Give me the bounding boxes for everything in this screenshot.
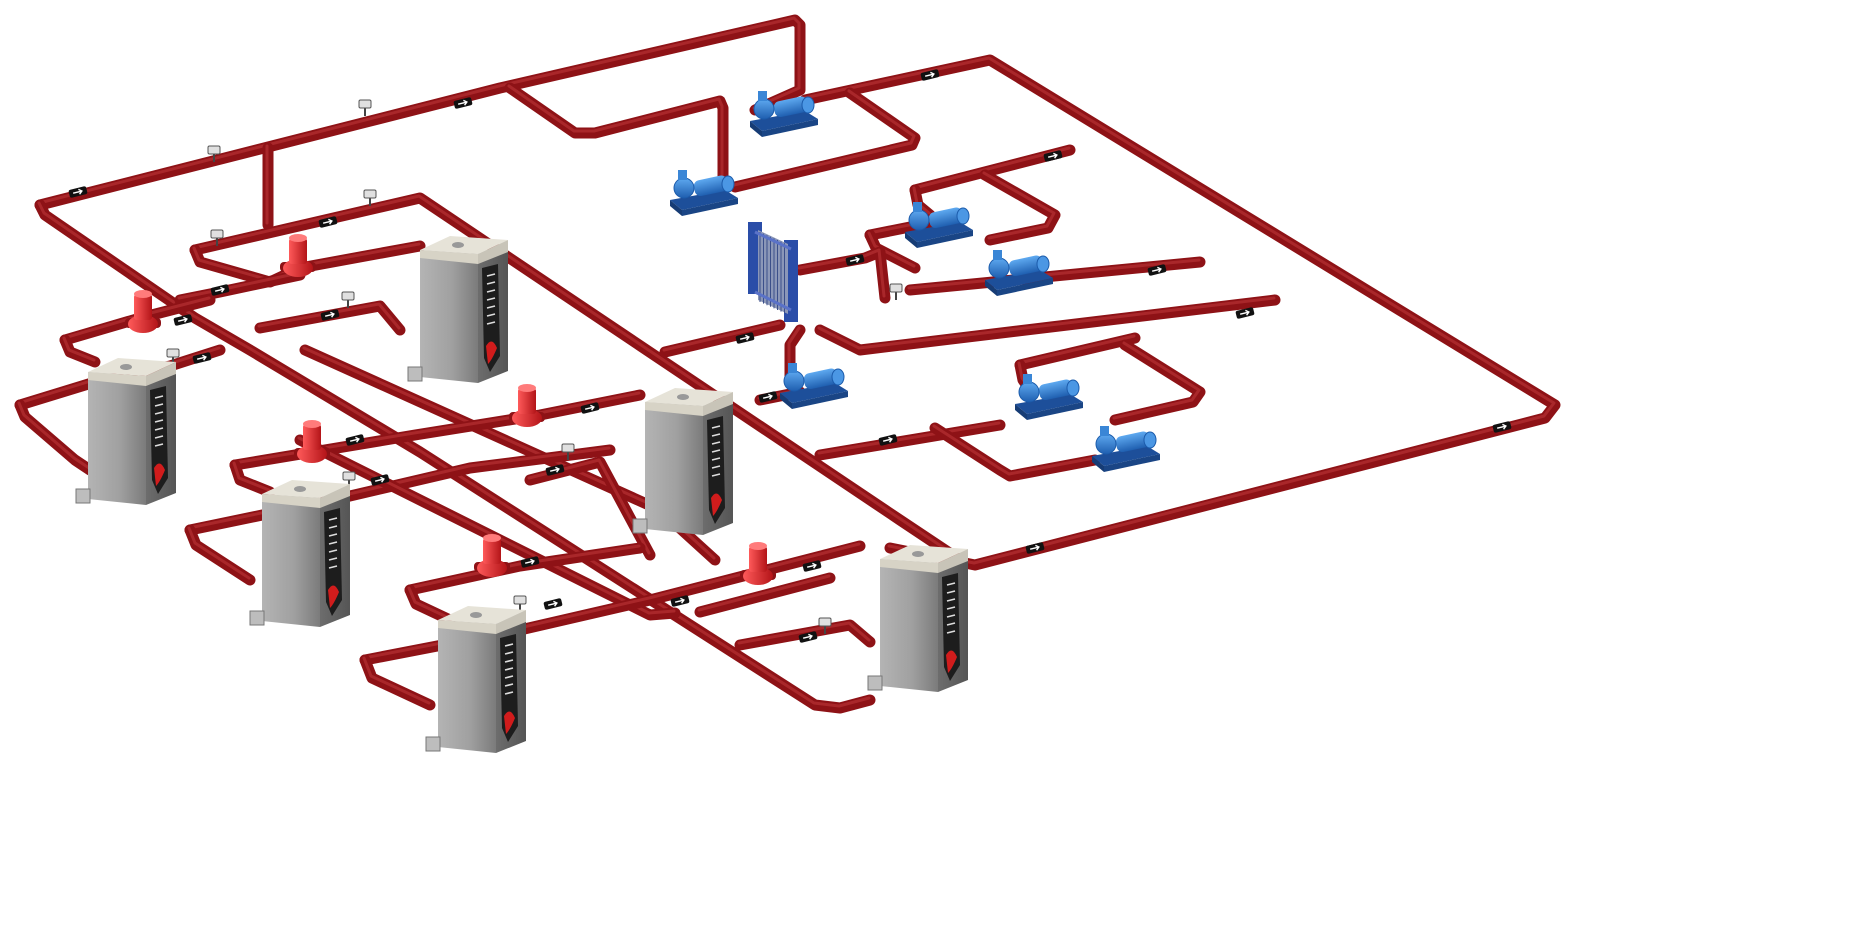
end-suction-pump-icon (1092, 426, 1160, 472)
sensor-head (167, 349, 179, 357)
pump-motor-cap (289, 234, 307, 242)
condensing-boiler-icon (868, 545, 968, 692)
boiler-front (438, 620, 496, 753)
pump-discharge (758, 91, 767, 101)
pump-volute (784, 371, 804, 391)
boiler-vent (120, 364, 132, 370)
condensing-boiler-icon (76, 358, 176, 505)
pump-volute (674, 178, 694, 198)
end-suction-pump-icon (905, 202, 973, 248)
sensor-head (342, 292, 354, 300)
pump-volute (1019, 382, 1039, 402)
pump-discharge (993, 250, 1002, 260)
boiler-front (645, 402, 703, 535)
pump-motor-cap (303, 420, 321, 428)
sensor-head (359, 100, 371, 108)
temperature-sensor-icon (890, 284, 902, 300)
condensing-boiler-icon (633, 388, 733, 535)
pump-discharge (913, 202, 922, 212)
boiler-connection (408, 367, 422, 381)
inline-circulator-pump-icon (509, 384, 545, 427)
pump-discharge (788, 363, 797, 373)
boiler-vent (294, 486, 306, 492)
temperature-sensor-icon (359, 100, 371, 116)
sensor-head (890, 284, 902, 292)
pump-volute (1096, 434, 1116, 454)
boiler-vent (470, 612, 482, 618)
boiler-vent (912, 551, 924, 557)
boiler-connection (250, 611, 264, 625)
pump-volute (909, 210, 929, 230)
pump-motor-cap (134, 290, 152, 298)
condensing-boiler-icon (250, 480, 350, 627)
boiler-vent (452, 242, 464, 248)
pump-discharge (1100, 426, 1109, 436)
pump-motor-end (802, 97, 814, 113)
sensor-head (211, 230, 223, 238)
sensor-head (208, 146, 220, 154)
sensor-head (514, 596, 526, 604)
condensing-boiler-icon (408, 236, 508, 383)
end-suction-pump-icon (985, 250, 1053, 296)
sensor-head (364, 190, 376, 198)
boiler-front (880, 559, 938, 692)
pump-motor-cap (518, 384, 536, 392)
boiler-front (420, 250, 478, 383)
plate-heat-exchanger-icon (748, 222, 798, 322)
pump-motor-end (832, 369, 844, 385)
pipe-segment (665, 325, 780, 352)
pump-motor-cap (483, 534, 501, 542)
sensor-head (562, 444, 574, 452)
pump-discharge (1023, 374, 1032, 384)
pump-motor-end (1144, 432, 1156, 448)
end-suction-pump-icon (1015, 374, 1083, 420)
pump-volute (754, 99, 774, 119)
flow-arrow-icon (543, 598, 562, 610)
pipe-segment (510, 88, 723, 178)
pipe-segment (1020, 338, 1135, 365)
end-suction-pump-icon (780, 363, 848, 409)
inline-circulator-pump-icon (280, 234, 316, 277)
pump-discharge (678, 170, 687, 180)
pump-motor-end (1037, 256, 1049, 272)
end-suction-pump-icon (670, 170, 738, 216)
boiler-connection (76, 489, 90, 503)
pump-motor-end (957, 208, 969, 224)
boiler-front (262, 494, 320, 627)
boiler-connection (868, 676, 882, 690)
pipe-segment-highlight (664, 323, 779, 350)
condensing-boiler-icon (426, 606, 526, 753)
sensor-head (343, 472, 355, 480)
boiler-connection (633, 519, 647, 533)
pump-motor-end (1067, 380, 1079, 396)
pump-motor-cap (749, 542, 767, 550)
pipe-segment-highlight (1019, 336, 1134, 363)
pump-volute (989, 258, 1009, 278)
pump-motor-end (722, 176, 734, 192)
boiler-front (88, 372, 146, 505)
sensor-head (819, 618, 831, 626)
boiler-vent (677, 394, 689, 400)
boiler-connection (426, 737, 440, 751)
